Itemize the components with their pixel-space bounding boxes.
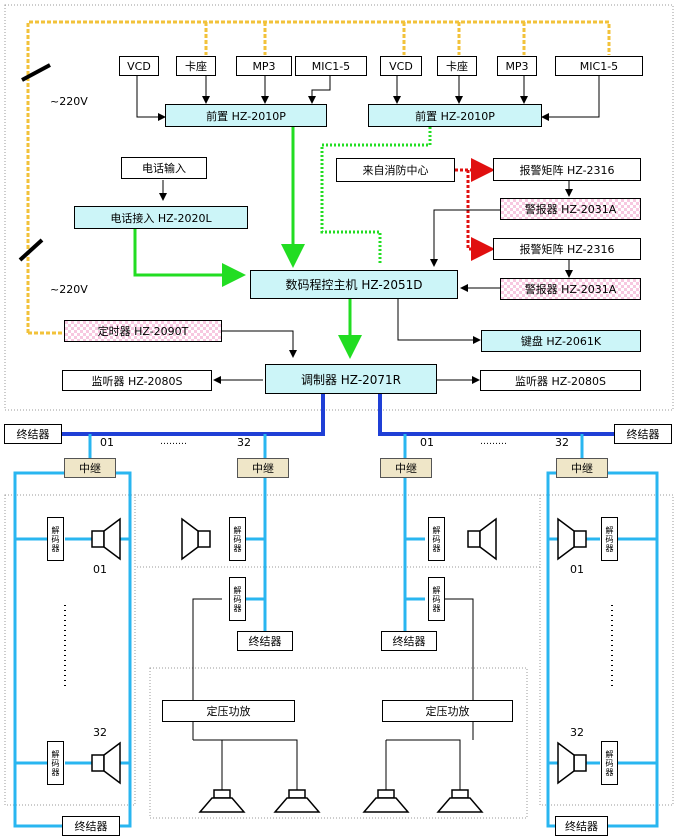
zone-frame-right: [539, 494, 674, 806]
preamp-right: 前置 HZ-2010P: [368, 104, 542, 127]
preamp-left: 前置 HZ-2010P: [165, 104, 327, 127]
phone-interface: 电话接入 HZ-2020L: [74, 206, 248, 229]
alarm-device: 警报器 HZ-2031A: [500, 278, 641, 300]
speaker-icon: [181, 517, 211, 561]
phone-input: 电话输入: [121, 157, 207, 179]
relay-number: 01: [100, 436, 114, 449]
decoder: 解码器: [47, 741, 64, 785]
constant-voltage-amp: 定压功放: [382, 700, 513, 722]
terminator: 终结器: [555, 816, 608, 836]
terminator: 终结器: [614, 424, 672, 444]
alarm-matrix: 报警矩阵 HZ-2316: [493, 238, 641, 260]
relay: 中继: [556, 458, 608, 478]
zone-frame-top: [134, 494, 541, 568]
source-vcd: VCD: [380, 56, 422, 76]
decoder: 解码器: [229, 517, 246, 561]
source-mic: MIC1-5: [555, 56, 643, 76]
decoder: 解码器: [601, 741, 618, 785]
zone-number: 01: [93, 563, 107, 576]
power-label: ~220V: [50, 95, 88, 108]
timer: 定时器 HZ-2090T: [64, 320, 222, 342]
relay: 中继: [237, 458, 289, 478]
decoder: 解码器: [601, 517, 618, 561]
zone-number: 32: [93, 726, 107, 739]
speaker-icon: [91, 741, 121, 785]
alarm-matrix: 报警矩阵 HZ-2316: [493, 158, 641, 181]
amp-frame: [149, 667, 528, 819]
monitor-left: 监听器 HZ-2080S: [62, 370, 212, 391]
source-mp3: MP3: [497, 56, 537, 76]
monitor-right: 监听器 HZ-2080S: [480, 370, 641, 391]
ceiling-speaker-icon: [273, 789, 321, 813]
speaker-icon: [91, 517, 121, 561]
ellipsis: ………: [160, 437, 187, 447]
power-label: ~220V: [50, 283, 88, 296]
terminator: 终结器: [62, 816, 120, 836]
source-mic: MIC1-5: [295, 56, 367, 76]
decoder: 解码器: [229, 577, 246, 621]
ceiling-speaker-icon: [198, 789, 246, 813]
source-cassette: 卡座: [437, 56, 477, 76]
constant-voltage-amp: 定压功放: [162, 700, 295, 722]
modulator: 调制器 HZ-2071R: [265, 364, 437, 394]
terminator: 终结器: [237, 631, 293, 651]
ceiling-speaker-icon: [362, 789, 410, 813]
zone-frame-left: [4, 494, 136, 806]
relay: 中继: [64, 458, 116, 478]
terminator: 终结器: [4, 424, 62, 444]
relay-number: 32: [237, 436, 251, 449]
speaker-icon: [557, 517, 587, 561]
relay: 中继: [380, 458, 432, 478]
zone-number: 32: [570, 726, 584, 739]
ceiling-speaker-icon: [436, 789, 484, 813]
source-cassette: 卡座: [176, 56, 216, 76]
relay-number: 01: [420, 436, 434, 449]
decoder: 解码器: [428, 517, 445, 561]
ellipsis: ………: [480, 437, 507, 447]
source-vcd: VCD: [119, 56, 159, 76]
main-host: 数码程控主机 HZ-2051D: [250, 270, 458, 299]
power-line: [26, 20, 611, 333]
source-mp3: MP3: [236, 56, 292, 76]
zone-number: 01: [570, 563, 584, 576]
control-room-frame: [4, 4, 674, 411]
decoder: 解码器: [428, 577, 445, 621]
speaker-icon: [557, 741, 587, 785]
terminator: 终结器: [381, 631, 437, 651]
relay-number: 32: [555, 436, 569, 449]
decoder: 解码器: [47, 517, 64, 561]
fire-center: 来自消防中心: [336, 158, 455, 182]
alarm-device: 警报器 HZ-2031A: [500, 198, 641, 220]
speaker-icon: [467, 517, 497, 561]
keyboard: 键盘 HZ-2061K: [481, 330, 641, 352]
